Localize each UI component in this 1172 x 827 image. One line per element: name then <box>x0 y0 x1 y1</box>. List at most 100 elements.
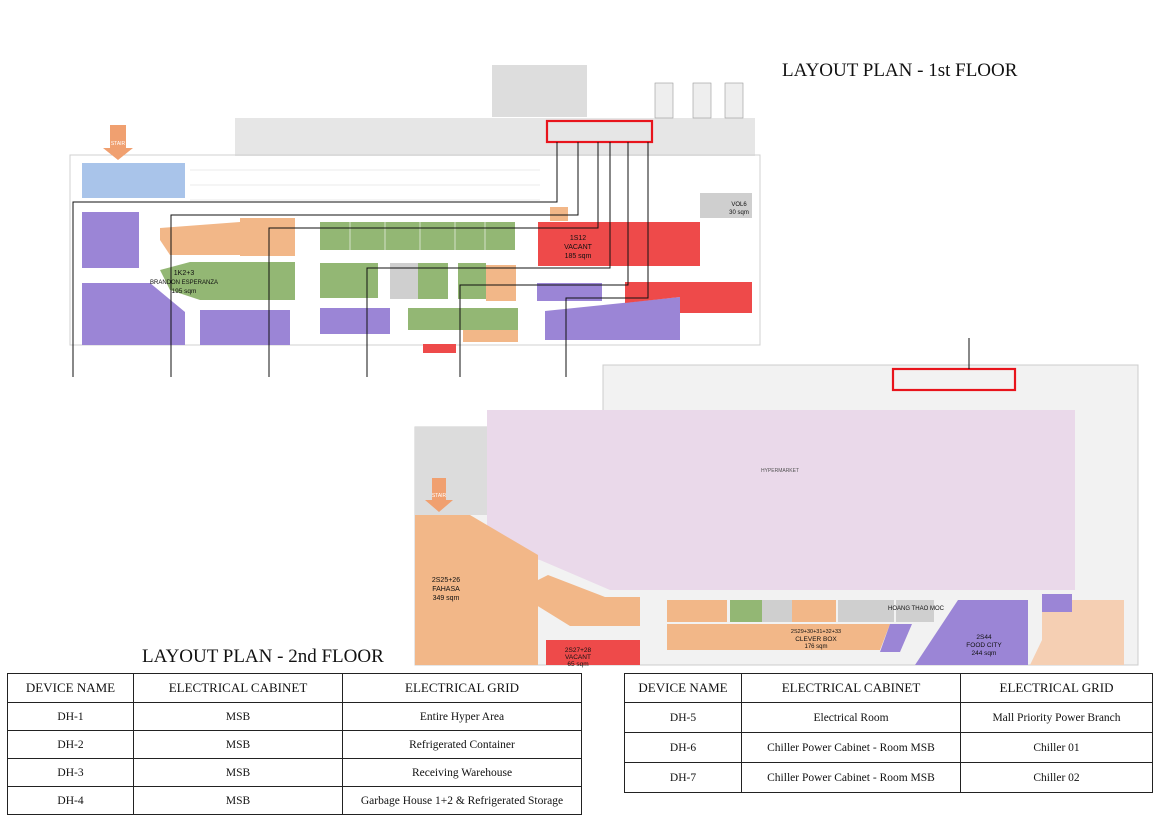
table-row: DH-4 MSB Garbage House 1+2 & Refrigerate… <box>7 786 582 815</box>
floor1-top-block <box>492 65 587 117</box>
table-row: DH-6 Chiller Power Cabinet - Room MSB Ch… <box>624 732 1153 763</box>
floor1-purple-left-2 <box>82 283 185 345</box>
room-1k23-name: BRANDON ESPERANZA <box>150 280 218 286</box>
cell-device-name: DH-1 <box>7 702 134 731</box>
cell-electrical-grid: Garbage House 1+2 & Refrigerated Storage <box>342 786 582 815</box>
room-1k23-code: 1K2+3 <box>174 270 195 277</box>
header-electrical-cabinet: ELECTRICAL CABINET <box>133 673 343 703</box>
room-1k23-area: 195 sqm <box>172 288 197 295</box>
floor1-red-unit-2 <box>625 282 752 313</box>
room-1s12-area: 185 sqm <box>565 253 592 260</box>
floor2-shop-6 <box>838 600 866 622</box>
floor2-orange-unit <box>528 575 640 626</box>
floor1-green-brandon <box>160 262 295 300</box>
floor2-shop-4 <box>762 600 792 622</box>
room-vacant-area: 65 sqm <box>567 661 588 668</box>
cell-device-name: DH-3 <box>7 758 134 787</box>
equipment-unit-3 <box>724 82 744 119</box>
header-device-name: DEVICE NAME <box>624 673 742 703</box>
floor1-orange-small <box>550 207 568 221</box>
floor1-plan: STAIR 1S <box>69 65 761 377</box>
room-food-city-code: 2S44 <box>976 634 992 641</box>
header-electrical-grid: ELECTRICAL GRID <box>342 673 582 703</box>
cell-electrical-cabinet: Electrical Room <box>741 702 961 733</box>
cell-electrical-cabinet: MSB <box>133 758 343 787</box>
cell-device-name: DH-2 <box>7 730 134 759</box>
floor1-orange-unit-2 <box>240 218 295 256</box>
device-table-left: DEVICE NAME ELECTRICAL CABINET ELECTRICA… <box>7 673 582 815</box>
room-vol6-area: 30 sqm <box>729 210 749 216</box>
cell-electrical-grid: Entire Hyper Area <box>342 702 582 731</box>
floor1-red-small <box>423 344 456 353</box>
floor1-back-corridor <box>235 118 755 156</box>
floor2-purple-small <box>880 624 912 652</box>
room-hoang-thao-moc-name: HOANG THAO MOC <box>888 606 945 612</box>
equipment-unit-2 <box>692 82 712 119</box>
floor1-purple-unit-6 <box>537 283 602 301</box>
floor1-green-dividers <box>349 222 486 250</box>
room-fahasa-name: FAHASA <box>432 586 460 593</box>
floor2-shop-2 <box>697 600 727 622</box>
floor1-leader-lines <box>72 142 649 377</box>
floor2-hypermarket <box>487 410 1075 590</box>
floor2-clever-box <box>667 624 890 650</box>
floor1-orange-unit-3 <box>486 265 516 301</box>
equipment-unit-1 <box>654 82 674 119</box>
cell-electrical-grid: Receiving Warehouse <box>342 758 582 787</box>
table-row: DH-1 MSB Entire Hyper Area <box>7 702 582 731</box>
floor2-shop-1 <box>667 600 697 622</box>
cell-device-name: DH-4 <box>7 786 134 815</box>
cell-electrical-grid: Refrigerated Container <box>342 730 582 759</box>
floor1-green-row <box>320 222 515 250</box>
floor2-shop-7 <box>866 600 894 622</box>
floor2-fahasa <box>415 515 538 665</box>
layout-plan-2nd-floor-title: LAYOUT PLAN - 2nd FLOOR <box>142 646 384 667</box>
floor1-green-unit-4 <box>458 263 486 299</box>
cell-electrical-grid: Chiller 01 <box>960 732 1153 763</box>
table-header-row: DEVICE NAME ELECTRICAL CABINET ELECTRICA… <box>7 673 582 703</box>
floor1-outline <box>69 154 761 346</box>
floor1-stair-label: STAIR <box>111 141 126 147</box>
floor1-green-unit-2 <box>320 263 378 298</box>
room-fahasa-area: 349 sqm <box>433 595 460 602</box>
device-table-right: DEVICE NAME ELECTRICAL CABINET ELECTRICA… <box>624 673 1153 793</box>
room-vol6-code: VOL6 <box>731 202 747 208</box>
cell-electrical-cabinet: MSB <box>133 730 343 759</box>
floor1-purple-unit-3 <box>200 310 290 345</box>
floor2-plan: HYPERMARKET STAIR 2S25+26 FAHASA 349 sqm… <box>414 338 1139 668</box>
floor1-purple-unit-4 <box>320 308 390 334</box>
header-electrical-grid: ELECTRICAL GRID <box>960 673 1153 703</box>
room-1s12-code: 1S12 <box>570 235 586 242</box>
floor1-highlight-box <box>545 119 654 144</box>
header-electrical-cabinet: ELECTRICAL CABINET <box>741 673 961 703</box>
cell-device-name: DH-6 <box>624 732 742 763</box>
cell-device-name: DH-7 <box>624 762 742 793</box>
table-header-row: DEVICE NAME ELECTRICAL CABINET ELECTRICA… <box>624 673 1153 703</box>
floor2-shop-3 <box>730 600 762 622</box>
table-row: DH-3 MSB Receiving Warehouse <box>7 758 582 787</box>
table-row: DH-7 Chiller Power Cabinet - Room MSB Ch… <box>624 762 1153 793</box>
floor2-shop-5 <box>792 600 836 622</box>
room-food-city-name: FOOD CITY <box>966 642 1002 649</box>
floor1-purple-unit-5 <box>545 297 680 340</box>
floor1-grid-lines <box>190 169 540 216</box>
floor1-green-unit-3 <box>418 263 448 299</box>
room-clever-box-code: 2S29+30+31+32+33 <box>791 629 841 635</box>
floor1-orange-unit-1 <box>160 222 240 255</box>
floor2-stair-label: STAIR <box>432 493 447 499</box>
cell-electrical-cabinet: Chiller Power Cabinet - Room MSB <box>741 762 961 793</box>
header-device-name: DEVICE NAME <box>7 673 134 703</box>
floor2-red-vacant <box>546 640 640 665</box>
cell-electrical-cabinet: Chiller Power Cabinet - Room MSB <box>741 732 961 763</box>
floor2-stair-arrow <box>425 478 453 512</box>
layout-plan-1st-floor-title: LAYOUT PLAN - 1st FLOOR <box>782 60 1018 81</box>
room-vacant-name: VACANT <box>565 654 591 661</box>
floor2-orange-right <box>1030 600 1124 665</box>
room-vacant-code: 2S27+28 <box>565 647 592 654</box>
room-1s12-name: VACANT <box>564 244 593 251</box>
floor2-highlight-box <box>891 367 1017 392</box>
floor2-shop-8 <box>896 600 934 622</box>
hypermarket-label: HYPERMARKET <box>761 468 799 474</box>
floor1-gray-vol6 <box>700 193 752 218</box>
